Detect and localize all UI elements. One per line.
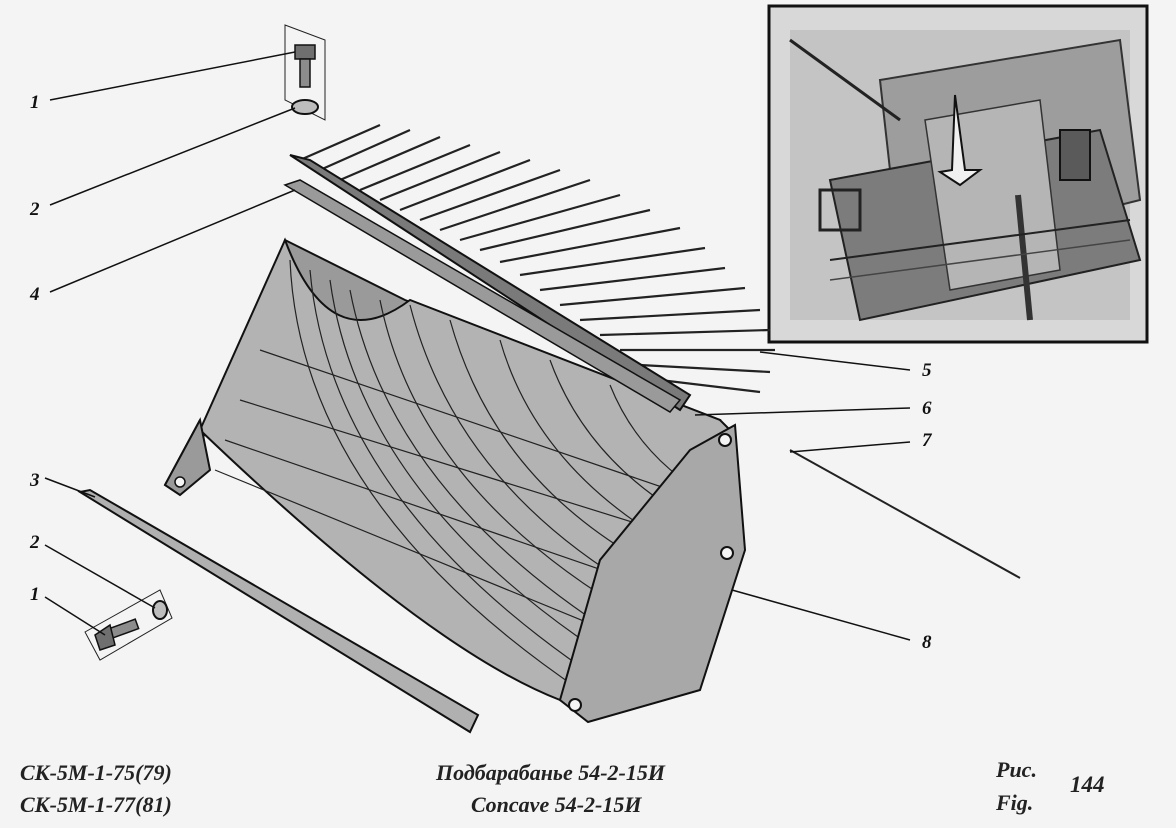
callout-6: 6 bbox=[922, 398, 932, 419]
callout-1-bottom: 1 bbox=[30, 584, 40, 605]
washer-top bbox=[291, 99, 319, 115]
plate bbox=[283, 179, 682, 413]
inset-photo bbox=[767, 4, 1149, 344]
bolt-bottom bbox=[84, 589, 173, 661]
callout-4: 4 bbox=[29, 284, 40, 305]
concave-grate bbox=[163, 237, 747, 724]
callout-8: 8 bbox=[922, 632, 932, 653]
title-english: Concave 54-2-15И bbox=[471, 792, 642, 817]
figure-label-english: Fig. bbox=[996, 790, 1034, 815]
figure-number: 144 bbox=[1070, 772, 1105, 797]
callout-3: 3 bbox=[29, 470, 40, 491]
comb-fingers bbox=[299, 123, 775, 394]
figure-label-russian: Рис. bbox=[996, 757, 1037, 782]
bolt-top bbox=[284, 24, 326, 121]
callout-2-bottom: 2 bbox=[29, 532, 40, 553]
strip bbox=[77, 488, 480, 734]
model-code-2: СК-5М-1-77(81) bbox=[20, 792, 172, 817]
rod bbox=[789, 449, 1021, 579]
callout-5: 5 bbox=[922, 360, 932, 381]
title-russian: Подбарабанье 54-2-15И bbox=[436, 760, 665, 785]
model-code-1: СК-5М-1-75(79) bbox=[20, 760, 172, 785]
callout-1-top: 1 bbox=[30, 92, 40, 113]
callout-2-top: 2 bbox=[29, 199, 40, 220]
washer-bottom bbox=[152, 600, 168, 620]
leader-lines bbox=[44, 51, 911, 641]
callout-7: 7 bbox=[922, 430, 933, 451]
